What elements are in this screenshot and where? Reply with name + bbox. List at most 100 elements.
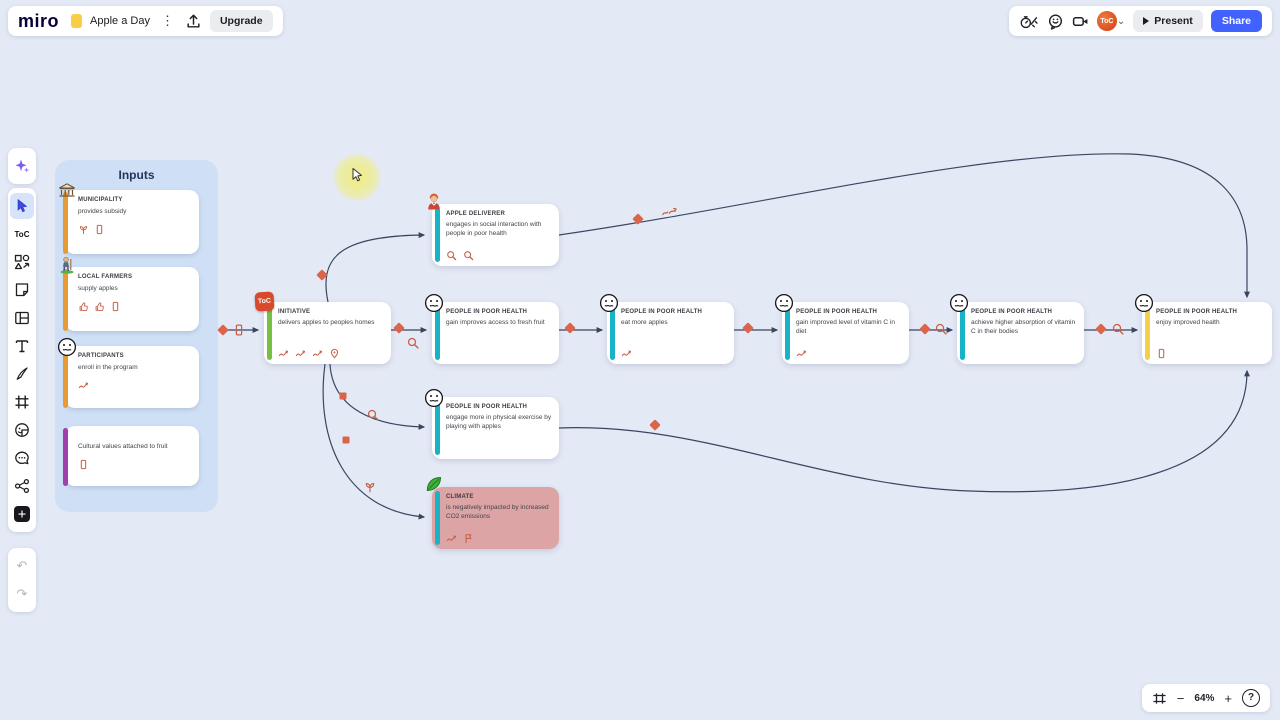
input-card-municipality[interactable]: MUNICIPALITY provides subsidy bbox=[65, 190, 199, 254]
inputs-panel[interactable]: Inputs MUNICIPALITY provides subsidy LOC… bbox=[55, 160, 218, 512]
help-button[interactable]: ? bbox=[1242, 689, 1260, 707]
plus-icon bbox=[14, 506, 30, 522]
toc-app-tool[interactable]: ToC bbox=[10, 221, 34, 247]
templates-tool[interactable] bbox=[10, 249, 34, 275]
reactions-icon[interactable] bbox=[1047, 13, 1064, 30]
card-body: supply apples bbox=[78, 285, 118, 292]
text-icon bbox=[14, 338, 30, 354]
node-apple-deliverer[interactable]: APPLE DELIVERER engages in social intera… bbox=[432, 204, 559, 266]
node-climate[interactable]: CLIMATE is negatively impacted by increa… bbox=[432, 487, 559, 549]
card-icons bbox=[78, 459, 193, 470]
select-tool[interactable] bbox=[10, 193, 34, 219]
seed-marker-icon bbox=[364, 481, 377, 494]
node-icons bbox=[446, 245, 552, 261]
smiley-icon bbox=[774, 293, 794, 313]
card-icon bbox=[78, 459, 89, 470]
present-button[interactable]: Present bbox=[1133, 10, 1203, 32]
node-physical-exercise[interactable]: PEOPLE IN POOR HEALTH engage more in phy… bbox=[432, 397, 559, 459]
miro-logo[interactable]: miro bbox=[18, 10, 60, 31]
node-color-bar bbox=[267, 306, 272, 360]
connector-deliverer-enjoy bbox=[558, 153, 1250, 299]
card-body: Cultural values attached to fruit bbox=[78, 443, 168, 450]
undo-button[interactable]: ↶ bbox=[10, 553, 34, 579]
smiley-icon bbox=[949, 293, 969, 313]
card-body: enroll in the program bbox=[78, 364, 138, 371]
sticker-icon bbox=[14, 422, 30, 438]
toc-logo-icon: ToC bbox=[254, 291, 275, 312]
undo-icon: ↶ bbox=[16, 558, 28, 573]
zoom-marker-icon bbox=[407, 337, 420, 350]
node-vitamin-absorption[interactable]: PEOPLE IN POOR HEALTH achieve higher abs… bbox=[957, 302, 1084, 364]
node-color-bar bbox=[435, 306, 440, 360]
inputs-panel-title: Inputs bbox=[118, 168, 155, 182]
smiley-icon bbox=[599, 293, 619, 313]
smiley-icon bbox=[57, 337, 77, 357]
ai-assist-button[interactable] bbox=[10, 153, 34, 179]
pen-tool[interactable] bbox=[10, 361, 34, 387]
card-icons bbox=[78, 224, 193, 235]
connector-initiative-climate bbox=[322, 363, 426, 520]
video-chat-icon[interactable] bbox=[1072, 13, 1089, 30]
zoom-toolbar: − 64% + ? bbox=[1141, 684, 1270, 712]
node-icons bbox=[971, 354, 1077, 359]
node-body: delivers apples to peoples homes bbox=[278, 319, 375, 326]
stickers-tool[interactable] bbox=[10, 417, 34, 443]
redo-icon: ↷ bbox=[16, 586, 28, 601]
card-body: provides subsidy bbox=[78, 208, 127, 215]
node-title: PEOPLE IN POOR HEALTH bbox=[1156, 309, 1238, 315]
node-access-fresh-fruit[interactable]: PEOPLE IN POOR HEALTH gain improves acce… bbox=[432, 302, 559, 364]
zoom-marker-icon bbox=[1112, 323, 1125, 336]
node-body: gain improved level of vitamin C in diet bbox=[796, 319, 895, 335]
share-button[interactable]: Share bbox=[1210, 10, 1262, 32]
connector-initiative-deliverer bbox=[325, 232, 426, 303]
node-initiative[interactable]: ToC INITIATIVE delivers apples to people… bbox=[254, 291, 391, 364]
redo-button[interactable]: ↷ bbox=[10, 581, 34, 607]
header-left-bar: miro Apple a Day ⋮ Upgrade bbox=[8, 6, 283, 36]
sparkles-icon bbox=[14, 158, 30, 174]
double-trend-marker-icon bbox=[662, 206, 679, 218]
text-tool[interactable] bbox=[10, 333, 34, 359]
upgrade-button[interactable]: Upgrade bbox=[209, 10, 273, 32]
board-menu-button[interactable]: ⋮ bbox=[160, 13, 174, 28]
card-color-bar bbox=[63, 348, 68, 408]
avatar[interactable]: ToC bbox=[1096, 11, 1117, 31]
add-tool-button[interactable] bbox=[10, 501, 34, 527]
node-body: achieve higher absorption of vitamin C i… bbox=[971, 319, 1076, 335]
input-card-local-farmers[interactable]: LOCAL FARMERS supply apples bbox=[65, 267, 199, 331]
smiley-icon bbox=[1134, 293, 1154, 313]
node-title: INITIATIVE bbox=[278, 309, 311, 315]
node-color-bar bbox=[435, 208, 440, 262]
node-eat-more-apples[interactable]: PEOPLE IN POOR HEALTH eat more apples bbox=[607, 302, 734, 364]
user-menu[interactable]: ToC ⌄ bbox=[1096, 11, 1125, 31]
comment-tool[interactable] bbox=[10, 445, 34, 471]
table-tool[interactable] bbox=[10, 305, 34, 331]
node-body: engage more in physical exercise by play… bbox=[446, 414, 552, 430]
connector-initiative-exercise bbox=[329, 363, 426, 430]
fit-to-screen-icon[interactable] bbox=[1152, 691, 1167, 706]
card-marker-icon bbox=[233, 324, 246, 337]
sticky-note-tool[interactable] bbox=[10, 277, 34, 303]
node-enjoy-improved-health[interactable]: PEOPLE IN POOR HEALTH enjoy improved hea… bbox=[1142, 302, 1272, 364]
node-color-bar bbox=[435, 401, 440, 455]
apps-tool[interactable] bbox=[10, 473, 34, 499]
zoom-level[interactable]: 64% bbox=[1194, 692, 1215, 704]
facilitation-tools-icon[interactable] bbox=[1019, 13, 1039, 30]
node-color-bar bbox=[610, 306, 615, 360]
cursor-highlight bbox=[333, 153, 381, 201]
input-card-participants[interactable]: PARTICIPANTS enroll in the program bbox=[65, 346, 199, 408]
input-card-cultural-values[interactable]: Cultural values attached to fruit bbox=[63, 426, 199, 486]
node-color-bar bbox=[435, 491, 440, 545]
board-name[interactable]: Apple a Day bbox=[90, 15, 150, 27]
card-color-bar bbox=[63, 192, 68, 254]
node-title: PEOPLE IN POOR HEALTH bbox=[971, 309, 1053, 315]
trend-icon bbox=[278, 348, 289, 359]
zoom-in-button[interactable]: + bbox=[1224, 690, 1232, 706]
card-icons bbox=[78, 301, 193, 312]
thumb-icon bbox=[78, 301, 89, 312]
node-title: APPLE DELIVERER bbox=[446, 211, 506, 217]
node-vitamin-c-diet[interactable]: PEOPLE IN POOR HEALTH gain improved leve… bbox=[782, 302, 909, 364]
frame-tool[interactable] bbox=[10, 389, 34, 415]
cursor-icon bbox=[14, 198, 30, 214]
zoom-out-button[interactable]: − bbox=[1176, 690, 1185, 706]
export-icon[interactable] bbox=[185, 13, 202, 30]
